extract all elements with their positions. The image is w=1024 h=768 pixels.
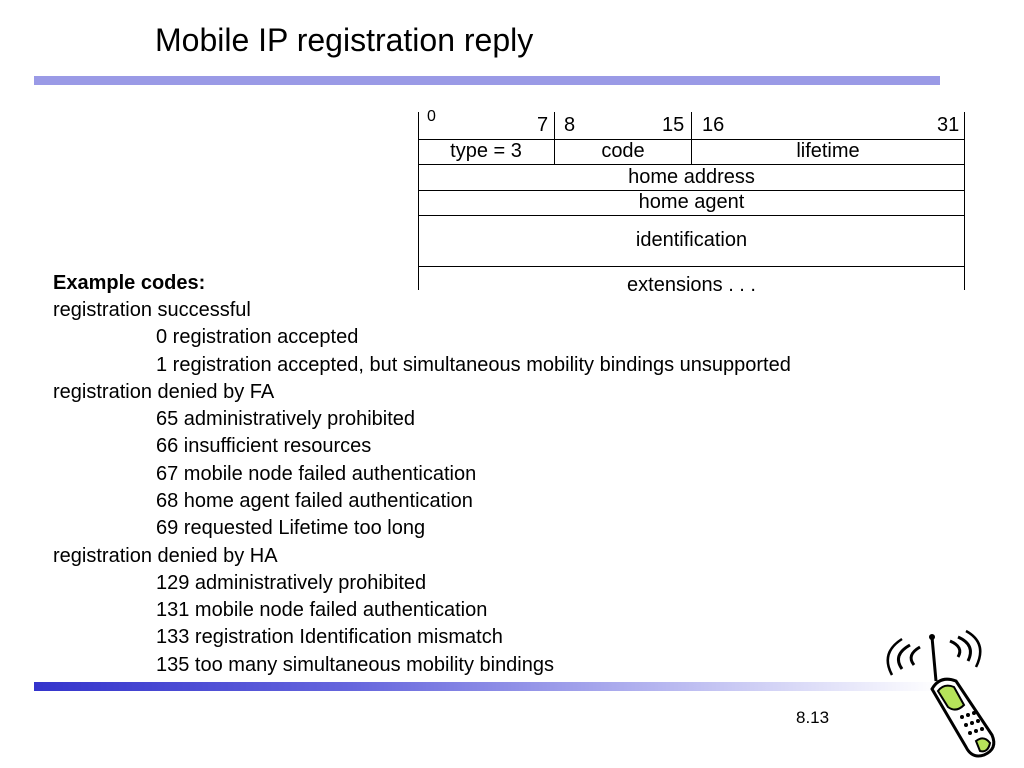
bit-label-16: 16 [702, 114, 725, 136]
packet-row-line-1 [418, 139, 965, 140]
packet-row-line-2 [418, 164, 965, 165]
code-item: 129 administratively prohibited [156, 572, 427, 594]
bit-label-15: 15 [662, 114, 685, 136]
page-number: 8.13 [796, 708, 830, 727]
codes-heading: Example codes: [53, 272, 206, 294]
field-extensions: extensions . . . [627, 274, 756, 296]
field-identification: identification [635, 229, 748, 251]
field-lifetime: lifetime [796, 140, 860, 162]
field-home-address: home address [628, 166, 755, 188]
packet-row-line-3 [418, 190, 965, 191]
packet-divider-7-8 [554, 112, 555, 164]
group-label-denied-ha: registration denied by HA [53, 545, 278, 567]
packet-row-line-5 [418, 266, 965, 267]
group-label-successful: registration successful [53, 299, 251, 321]
packet-divider-15-16 [691, 112, 692, 164]
code-item: 1 registration accepted, but simultaneou… [156, 354, 791, 376]
code-item: 67 mobile node failed authentication [156, 463, 477, 485]
code-item: 66 insufficient resources [156, 435, 372, 457]
code-item: 65 administratively prohibited [156, 408, 416, 430]
code-item: 68 home agent failed authentication [156, 490, 473, 512]
packet-right-border [964, 112, 965, 290]
bit-label-8: 8 [564, 114, 576, 136]
bit-label-0: 0 [427, 108, 436, 125]
footer-divider [34, 682, 940, 691]
slide-title: Mobile IP registration reply [155, 22, 534, 58]
code-item: 131 mobile node failed authentication [156, 599, 488, 621]
group-label-denied-fa: registration denied by FA [53, 381, 275, 403]
field-code: code [601, 140, 645, 162]
packet-left-border [418, 112, 419, 290]
code-item: 135 too many simultaneous mobility bindi… [156, 654, 554, 676]
mobile-phone-icon [886, 629, 996, 758]
bit-label-31: 31 [937, 114, 960, 136]
field-home-agent: home agent [638, 191, 745, 213]
registration-reply-packet-diagram: 0 7 8 15 16 31 type = 3 code lifetime ho… [418, 108, 965, 296]
bit-label-7: 7 [537, 114, 549, 136]
field-type: type = 3 [450, 140, 522, 162]
code-item: 69 requested Lifetime too long [156, 517, 426, 539]
code-item: 0 registration accepted [156, 326, 359, 348]
packet-row-line-4 [418, 215, 965, 216]
title-divider [34, 76, 940, 85]
code-item: 133 registration Identification mismatch [156, 626, 503, 648]
